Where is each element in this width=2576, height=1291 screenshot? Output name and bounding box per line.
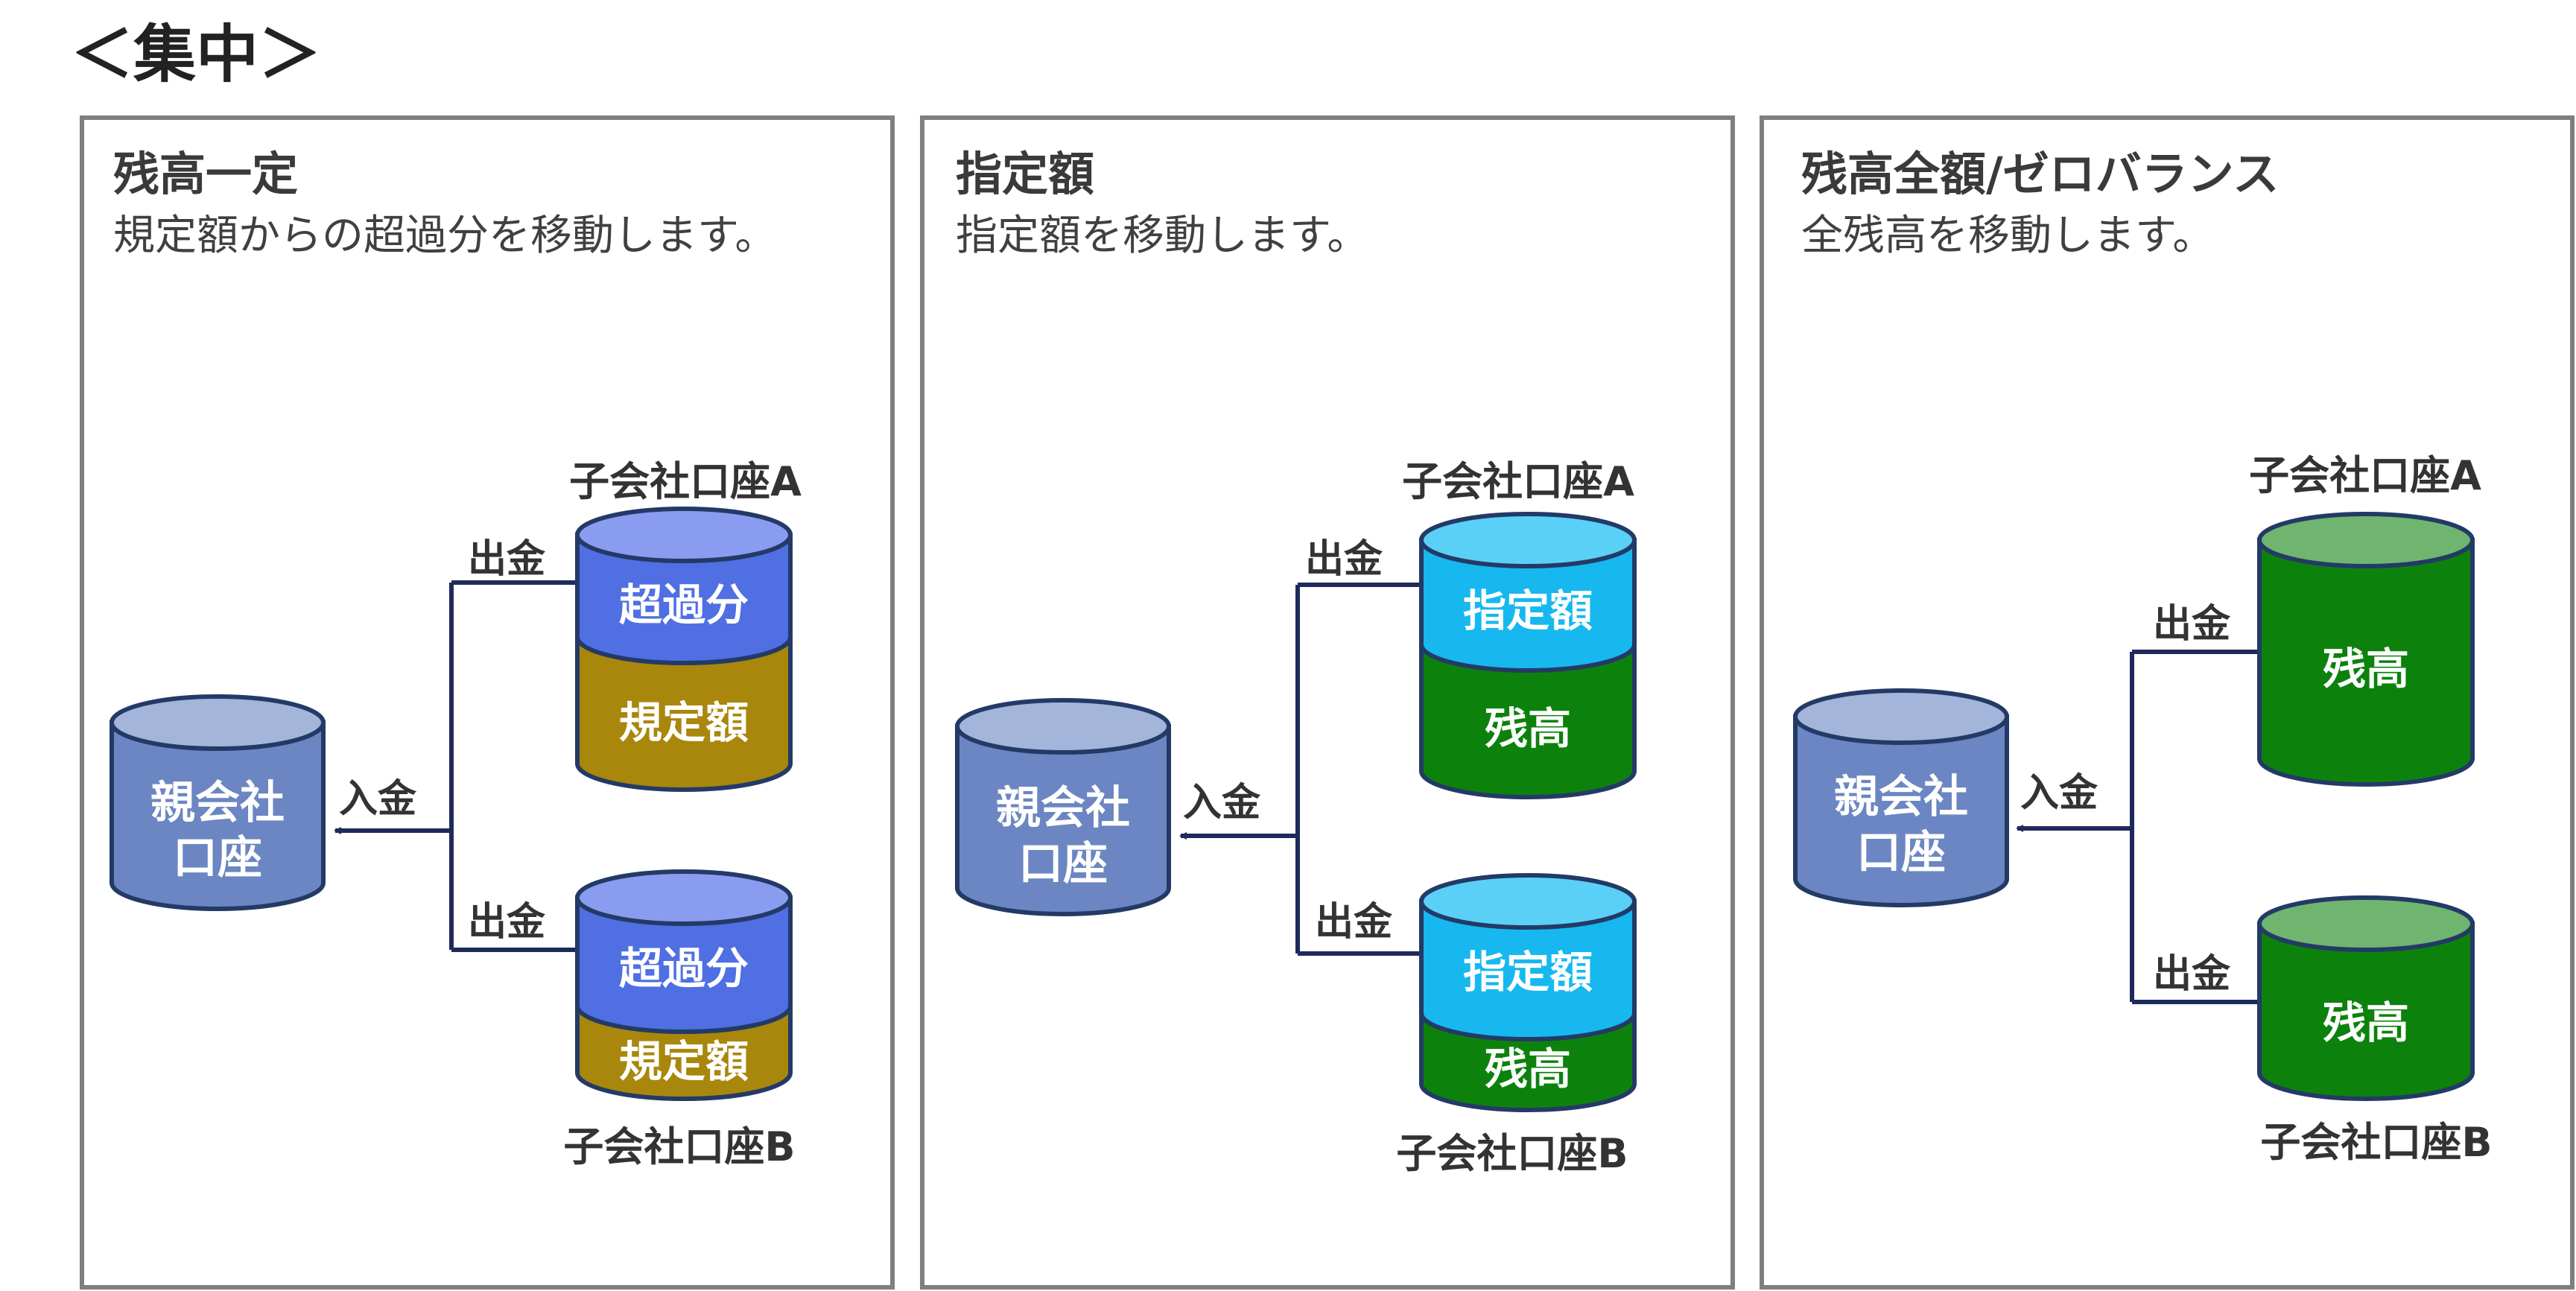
transfer-lines: [1179, 583, 1421, 956]
specified-segment-label: 指定額: [1463, 586, 1593, 636]
child-a-label: 子会社口座A: [2249, 452, 2481, 499]
fixed-segment-label: 規定額: [619, 1036, 749, 1087]
parent-account-cylinder: 親会社 口座: [1793, 688, 2009, 907]
child-b-label: 子会社口座B: [1396, 1130, 1628, 1177]
out-label-b: 出金: [2153, 952, 2231, 997]
out-label-a: 出金: [468, 537, 546, 582]
in-label: 入金: [1183, 781, 1261, 825]
parent-label-line2: 口座: [173, 832, 262, 884]
child-b-cylinder: 残高: [2257, 895, 2475, 1101]
page-heading: ＜集中＞: [71, 18, 321, 91]
panel-border: [920, 115, 1735, 1290]
balance-segment-label: 残高: [1485, 1044, 1571, 1094]
out-label-a: 出金: [2153, 602, 2231, 647]
child-b-label: 子会社口座B: [2260, 1119, 2492, 1166]
panel-title: 残高全額/ゼロバランス: [1801, 147, 2279, 201]
parent-label-line1: 親会社: [996, 782, 1130, 834]
panel-title: 指定額: [956, 147, 1094, 201]
transfer-lines: [334, 580, 577, 952]
child-a-label: 子会社口座A: [569, 458, 802, 505]
panel-description: 指定額を移動します。: [956, 212, 1368, 260]
panel-zero-balance: 残高全額/ゼロバランス 全残高を移動します。 出金 出金 入金 親会社 口座 子…: [1760, 115, 2575, 1290]
child-a-cylinder: 指定額 残高: [1419, 512, 1637, 799]
fixed-segment-label: 規定額: [619, 697, 749, 748]
balance-label: 残高: [2323, 644, 2409, 694]
panel-description: 全残高を移動します。: [1801, 212, 2214, 260]
panel-description: 規定額からの超過分を移動します。: [113, 212, 776, 260]
out-label-b: 出金: [468, 900, 546, 945]
child-b-label: 子会社口座B: [563, 1123, 795, 1170]
out-label-a: 出金: [1305, 537, 1383, 582]
child-a-cylinder: 超過分 規定額: [575, 507, 793, 792]
child-b-cylinder: 超過分 規定額: [575, 869, 793, 1101]
panel-title: 残高一定: [113, 147, 298, 201]
excess-segment-label: 超過分: [619, 943, 749, 994]
panel-fixed-balance: 残高一定 規定額からの超過分を移動します。 出金 出金 入金 親会社 口座 子会…: [80, 115, 895, 1290]
child-a-cylinder: 残高: [2257, 512, 2475, 787]
parent-label-line1: 親会社: [1834, 771, 1968, 823]
parent-account-cylinder: 親会社 口座: [110, 694, 326, 911]
child-b-cylinder: 指定額 残高: [1419, 873, 1637, 1112]
child-a-label: 子会社口座A: [1402, 458, 1634, 505]
parent-label-line2: 口座: [1018, 838, 1108, 890]
parent-account-cylinder: 親会社 口座: [955, 698, 1171, 916]
balance-segment-label: 残高: [1485, 703, 1571, 754]
in-label: 入金: [339, 777, 417, 822]
out-label-b: 出金: [1315, 900, 1393, 945]
parent-label-line1: 親会社: [150, 777, 285, 829]
parent-label-line2: 口座: [1856, 827, 1946, 879]
panel-border: [1760, 115, 2575, 1290]
excess-segment-label: 超過分: [619, 580, 749, 630]
panel-border: [80, 115, 895, 1290]
specified-segment-label: 指定額: [1463, 947, 1593, 997]
balance-label: 残高: [2323, 997, 2409, 1048]
panel-specified-amount: 指定額 指定額を移動します。 出金 出金 入金 親会社 口座 子会社口座A 指定…: [920, 115, 1735, 1290]
transfer-lines: [2016, 650, 2259, 1004]
in-label: 入金: [2020, 771, 2098, 816]
